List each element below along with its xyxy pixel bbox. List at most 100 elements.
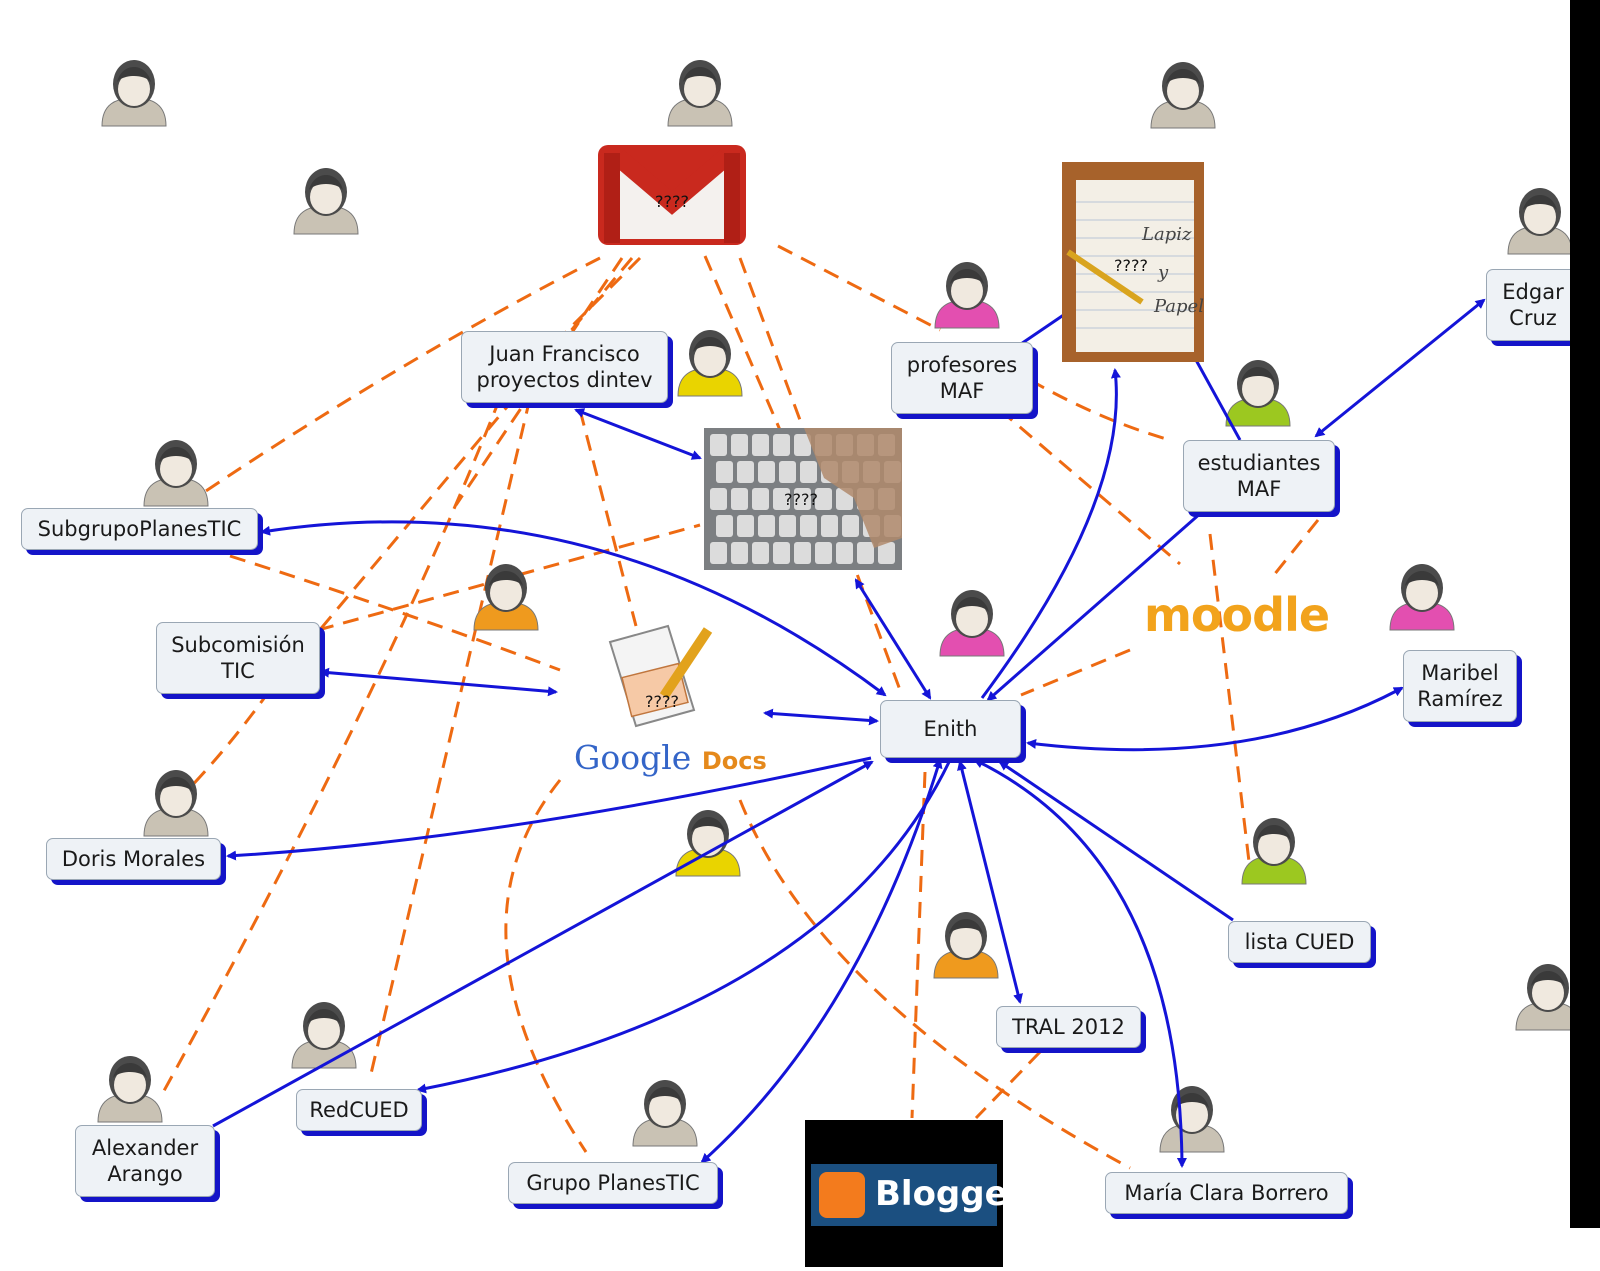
solid-relation — [416, 759, 952, 1094]
person-icon — [473, 564, 539, 631]
keyboard-placeholder: ???? — [784, 490, 818, 509]
google-docs-icon[interactable] — [598, 618, 718, 738]
book-title-2: y — [1157, 262, 1169, 283]
node-label: Edgar Cruz — [1502, 280, 1564, 330]
node-label: Enith — [923, 717, 978, 741]
blogger-icon[interactable]: Blogger — [805, 1120, 1024, 1267]
node-label: Juan Francisco proyectos dintev — [476, 342, 653, 392]
blogger-wordmark: Blogger — [875, 1174, 1025, 1214]
solid-relation — [973, 758, 1187, 1168]
node-redcued[interactable]: RedCUED — [296, 1089, 422, 1131]
dashed-relation — [578, 409, 638, 627]
person-icon — [1515, 964, 1581, 1031]
docs-wordmark: Docs — [701, 747, 767, 775]
book-title-1: Lapiz — [1141, 224, 1192, 245]
solid-relation — [260, 520, 887, 697]
node-alexander-arango[interactable]: Alexander Arango — [75, 1125, 215, 1197]
node-label: Alexander Arango — [91, 1136, 199, 1186]
person-icon — [1389, 564, 1455, 631]
window-edge — [1570, 0, 1600, 1228]
solid-relation — [574, 408, 702, 460]
dashed-relation — [999, 408, 1181, 566]
moodle-logo[interactable]: moodle — [1144, 588, 1330, 642]
person-icon — [677, 330, 743, 397]
solid-relation — [319, 667, 558, 697]
node-estudiantes-maf[interactable]: estudiantes MAF — [1183, 440, 1335, 512]
node-maria-clara-borrero[interactable]: María Clara Borrero — [1105, 1172, 1348, 1214]
dashed-relation — [1268, 519, 1320, 581]
solid-relation — [986, 510, 1203, 702]
person-icon — [1159, 1086, 1225, 1153]
node-label: RedCUED — [309, 1098, 409, 1122]
solid-relation — [1194, 359, 1242, 441]
node-maribel-ramirez[interactable]: Maribel Ramírez — [1403, 650, 1517, 722]
book-icon[interactable]: Lapiz y Papel — [1062, 162, 1204, 362]
node-profesores-maf[interactable]: profesores MAF — [891, 342, 1033, 414]
dashed-relation — [1029, 378, 1171, 442]
solid-relation — [700, 758, 943, 1164]
moodle-wordmark: moodle — [1144, 588, 1330, 642]
solid-relation — [1026, 686, 1404, 752]
solid-relation — [226, 756, 872, 861]
book-title-3: Papel — [1153, 296, 1204, 317]
person-icon — [632, 1080, 698, 1147]
node-label: TRAL 2012 — [1012, 1015, 1125, 1039]
node-label: SubgrupoPlanesTIC — [37, 517, 242, 541]
dashed-relation — [160, 689, 272, 818]
node-label: Subcomisión TIC — [171, 633, 305, 683]
gdocs-placeholder: ???? — [645, 692, 679, 711]
dashed-relation — [454, 257, 624, 506]
gmail-icon[interactable] — [596, 143, 748, 249]
dashed-relation — [368, 397, 532, 1079]
solid-relation — [212, 760, 874, 1128]
dashed-relation — [184, 256, 601, 507]
solid-relation — [980, 368, 1121, 699]
node-label: Doris Morales — [61, 847, 206, 871]
person-icon — [667, 60, 733, 127]
person-icon — [293, 168, 359, 235]
person-icon — [101, 60, 167, 127]
node-subgrupo-planestic[interactable]: SubgrupoPlanesTIC — [21, 508, 258, 550]
node-label: profesores MAF — [906, 353, 1018, 403]
solid-relation — [854, 578, 932, 700]
node-edgar-cruz[interactable]: Edgar Cruz — [1486, 269, 1580, 341]
dashed-relation — [1020, 648, 1131, 697]
google-docs-logo: Google Docs — [574, 738, 767, 777]
gmail-placeholder: ???? — [655, 192, 689, 211]
dashed-relation — [158, 397, 502, 1099]
node-juan-francisco[interactable]: Juan Francisco proyectos dintev — [461, 331, 668, 403]
node-label: Maribel Ramírez — [1417, 661, 1503, 711]
node-subcomision-tic[interactable]: Subcomisión TIC — [156, 622, 320, 694]
person-icon — [934, 262, 1000, 329]
node-label: Grupo PlanesTIC — [526, 1171, 700, 1195]
person-icon — [1150, 62, 1216, 129]
keyboard-icon[interactable] — [704, 428, 902, 570]
person-icon — [143, 770, 209, 837]
person-icon — [1225, 360, 1291, 427]
node-grupo-planestic[interactable]: Grupo PlanesTIC — [508, 1162, 718, 1204]
person-icon — [97, 1056, 163, 1123]
node-tral-2012[interactable]: TRAL 2012 — [996, 1006, 1141, 1048]
node-label: María Clara Borrero — [1124, 1181, 1329, 1205]
person-icon — [1241, 818, 1307, 885]
dashed-relation — [777, 244, 941, 332]
solid-relation — [1314, 298, 1486, 438]
google-wordmark: Google — [574, 738, 692, 777]
person-icon — [939, 590, 1005, 657]
person-icon — [1507, 188, 1573, 255]
node-lista-cued[interactable]: lista CUED — [1228, 921, 1371, 963]
solid-relation — [763, 708, 879, 726]
blogger-b-icon — [819, 1172, 865, 1218]
person-icon — [291, 1002, 357, 1069]
node-enith[interactable]: Enith — [880, 700, 1021, 758]
lapiz-placeholder: ???? — [1114, 256, 1148, 275]
node-label: estudiantes MAF — [1197, 451, 1321, 501]
person-icon — [933, 912, 999, 979]
person-icon — [143, 440, 209, 507]
node-doris-morales[interactable]: Doris Morales — [46, 838, 221, 880]
dashed-relation — [703, 255, 782, 431]
dashed-relation — [504, 779, 588, 1153]
dashed-relation — [738, 799, 1131, 1170]
